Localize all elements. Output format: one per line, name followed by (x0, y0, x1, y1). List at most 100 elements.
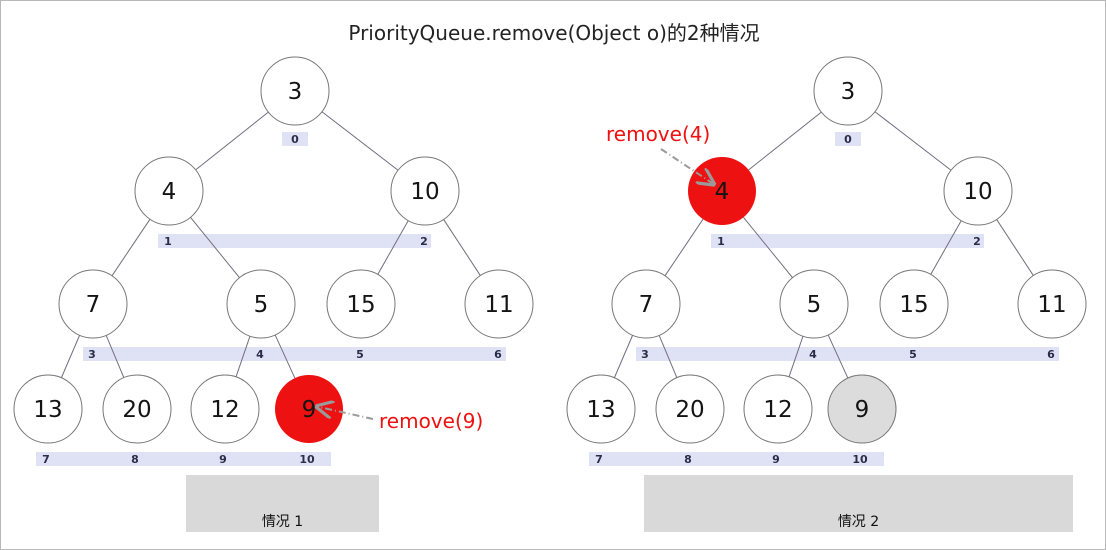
tree-edge (274, 334, 296, 379)
node-circle[interactable] (326, 269, 396, 339)
node-index-label: 10 (852, 453, 868, 466)
tree-node[interactable]: 4 (688, 157, 756, 225)
tree-node[interactable]: 10 (943, 156, 1013, 226)
node-index-label: 5 (356, 348, 364, 361)
tree-edge (235, 336, 251, 377)
annotation-layer: remove(9)remove(4) (319, 122, 712, 433)
tree-node[interactable]: 3 (813, 56, 883, 126)
node-circle[interactable] (390, 156, 460, 226)
node-value-label: 9 (855, 397, 870, 423)
tree-edge (996, 219, 1034, 276)
node-circle[interactable] (464, 269, 534, 339)
node-circle[interactable] (260, 56, 330, 126)
node-circle[interactable] (275, 375, 343, 443)
tree-edge (321, 111, 399, 171)
node-circle[interactable] (879, 269, 949, 339)
node-index-label: 8 (684, 453, 692, 466)
index-band (282, 132, 308, 146)
tree-node[interactable]: 10 (390, 156, 460, 226)
tree-node[interactable]: 15 (326, 269, 396, 339)
node-circle[interactable] (779, 269, 849, 339)
index-band (589, 452, 884, 466)
tree-node[interactable]: 11 (1017, 269, 1087, 339)
node-index-label: 2 (973, 235, 981, 248)
node-circle[interactable] (827, 374, 897, 444)
node-index-label: 4 (256, 348, 264, 361)
tree-node[interactable]: 5 (226, 269, 296, 339)
node-circle[interactable] (134, 156, 204, 226)
node-index-label: 6 (494, 348, 502, 361)
node-index-label: 7 (595, 453, 603, 466)
tree-node[interactable]: 12 (743, 374, 813, 444)
tree-edge (613, 335, 634, 378)
tree-edge (930, 220, 962, 275)
node-value-label: 3 (288, 79, 303, 105)
case-2-caption: 情况 2 删除的不是最后一个元素 从删除点开始以最后一个元素为参照调用一次sif… (644, 475, 1073, 532)
case-2-caption-heading: 情况 2 (837, 514, 880, 530)
node-index-label: 9 (772, 453, 780, 466)
remove-arrow (660, 148, 712, 183)
tree-node[interactable]: 11 (464, 269, 534, 339)
tree-node[interactable]: 5 (779, 269, 849, 339)
index-band (158, 234, 431, 248)
case-1-caption: 情况 1 删除的是最后一个元素 直接删除即可，不需要调整 (186, 475, 379, 532)
tree-node[interactable]: 3 (260, 56, 330, 126)
remove-arrow (319, 407, 374, 420)
node-circle[interactable] (226, 269, 296, 339)
page-title: PriorityQueue.remove(Object o)的2种情况 (348, 21, 760, 45)
node-value-label: 5 (807, 292, 822, 318)
tree-node[interactable]: 7 (58, 269, 128, 339)
tree-edge (190, 217, 240, 278)
node-index-label: 2 (420, 235, 428, 248)
remove-annotation-label: remove(9) (379, 409, 483, 433)
node-value-label: 15 (899, 292, 928, 318)
node-value-label: 20 (675, 397, 704, 423)
node-value-label: 7 (86, 292, 101, 318)
node-index-label: 6 (1047, 348, 1055, 361)
tree-edge (874, 111, 952, 171)
tree-node[interactable]: 20 (655, 374, 725, 444)
tree-edge (664, 218, 704, 277)
tree-node[interactable]: 13 (13, 374, 83, 444)
tree-edge (827, 334, 849, 379)
node-value-label: 4 (715, 179, 730, 205)
tree-edge (60, 335, 81, 378)
node-circle[interactable] (813, 56, 883, 126)
tree-edge (195, 111, 269, 171)
tree-node[interactable]: 20 (102, 374, 172, 444)
node-index-label: 7 (42, 453, 50, 466)
node-circle[interactable] (102, 374, 172, 444)
node-value-label: 13 (33, 397, 62, 423)
tree-edge (377, 220, 409, 275)
node-circle[interactable] (190, 374, 260, 444)
node-value-label: 12 (210, 397, 239, 423)
node-index-label: 9 (219, 453, 227, 466)
node-circle[interactable] (1017, 269, 1087, 339)
tree-edge (748, 111, 822, 171)
node-circle[interactable] (943, 156, 1013, 226)
node-circle[interactable] (58, 269, 128, 339)
tree-node[interactable]: 7 (611, 269, 681, 339)
tree-node[interactable]: 12 (190, 374, 260, 444)
tree-node[interactable]: 9 (827, 374, 897, 444)
tree-edge (111, 218, 151, 277)
node-circle[interactable] (655, 374, 725, 444)
tree-edge-layer (60, 111, 1034, 379)
tree-node[interactable]: 15 (879, 269, 949, 339)
node-value-label: 13 (586, 397, 615, 423)
node-index-label: 5 (909, 348, 917, 361)
tree-edge (788, 336, 804, 377)
tree-node[interactable]: 4 (134, 156, 204, 226)
node-circle[interactable] (611, 269, 681, 339)
tree-node[interactable]: 9 (275, 375, 343, 443)
case-1-caption-heading: 情况 1 (261, 514, 304, 530)
node-index-label: 4 (809, 348, 817, 361)
node-value-label: 10 (410, 179, 439, 205)
node-value-label: 9 (302, 397, 317, 423)
node-circle[interactable] (13, 374, 83, 444)
tree-node[interactable]: 13 (566, 374, 636, 444)
node-value-label: 10 (963, 179, 992, 205)
node-circle[interactable] (743, 374, 813, 444)
node-circle[interactable] (566, 374, 636, 444)
